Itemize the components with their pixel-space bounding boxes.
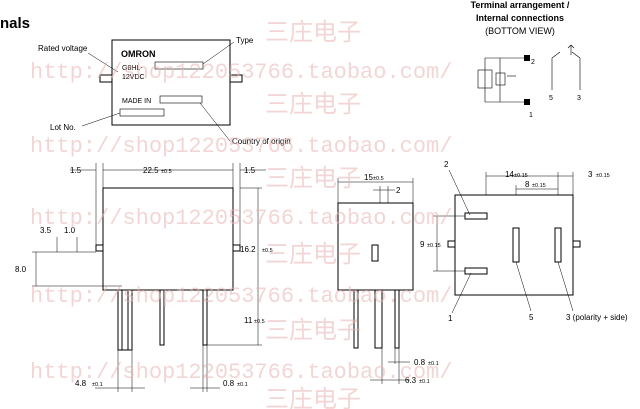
dim-height-tol: ±0.5 xyxy=(262,248,273,254)
bottom-dim-8-tol: ±0.15 xyxy=(532,183,546,189)
callout-rated-voltage: Rated voltage xyxy=(38,44,88,53)
pin-label-3: 3 xyxy=(577,95,581,102)
bottom-dim-14: 14 xyxy=(505,170,514,179)
watermark-cn-4: 三庄电子 xyxy=(265,240,361,268)
dim-pin: 11 xyxy=(244,316,253,325)
dim-0-8: 0.8 xyxy=(223,379,235,388)
callout-type: Type xyxy=(236,36,254,45)
dim-4-8: 4.8 xyxy=(75,379,87,388)
watermark-url-5: http://shop122053766.taobao.com/ xyxy=(30,360,452,385)
side-view: 15 ±0.5 2 0.8 ±0.1 6.3 ±0.1 xyxy=(337,173,439,385)
dim-width-tol: ±0.5 xyxy=(161,169,172,175)
pin-label-2: 2 xyxy=(531,59,535,66)
bottom-label-2: 2 xyxy=(444,160,449,169)
bottom-view: 14 ±0.15 3 ±0.15 8 ±0.15 9 ±0.15 2 1 5 3… xyxy=(420,160,628,323)
bottom-label-1: 1 xyxy=(448,314,453,323)
coil-schematic: 2 1 xyxy=(477,55,535,119)
watermark-cn-2: 三庄电子 xyxy=(265,90,361,118)
side-dim-2: 2 xyxy=(396,186,401,195)
dim-1-0: 1.0 xyxy=(64,226,76,235)
bottom-dim-9-tol: ±0.15 xyxy=(427,243,441,249)
watermark-url-2: http://shop122053766.taobao.com/ xyxy=(30,134,452,159)
watermark-cn-1: 三庄电子 xyxy=(265,18,361,46)
brand-logo: OMRON xyxy=(121,49,156,59)
watermark-url-1: http://shop122053766.taobao.com/ xyxy=(30,60,452,85)
bottom-dim-8: 8 xyxy=(525,180,530,189)
bottom-dim-3: 3 xyxy=(588,170,593,179)
bottom-dim-3-tol: ±0.15 xyxy=(596,173,610,179)
model-line-1: G8HL- xyxy=(122,65,143,72)
front-view: 1.5 22.5 ±0.5 1.5 3.5 1.0 8.0 16.2 ±0.5 … xyxy=(15,163,273,392)
dim-8-0: 8.0 xyxy=(15,265,27,274)
bottom-label-5: 5 xyxy=(529,313,534,322)
made-in: MADE IN xyxy=(122,98,151,105)
watermark-url-3: http://shop122053766.taobao.com/ xyxy=(30,206,452,231)
watermark-cn-5: 三庄电子 xyxy=(265,316,361,344)
terminal-title-2: Internal connections xyxy=(476,13,564,23)
dim-left-1-5: 1.5 xyxy=(70,166,82,175)
dim-4-8-tol: ±0.1 xyxy=(92,382,103,388)
dim-width: 22.5 xyxy=(143,166,159,175)
callouts: Rated voltage Type Lot No. Country of or… xyxy=(38,36,291,146)
dim-height: 16.2 xyxy=(240,245,256,254)
watermark-cn-6: 三庄电子 xyxy=(265,385,361,409)
terminal-arrangement: Terminal arrangement / Internal connecti… xyxy=(471,0,581,119)
terminal-subtitle: (BOTTOM VIEW) xyxy=(485,26,555,36)
side-dim-6-3-tol: ±0.1 xyxy=(419,379,430,385)
side-dim-6-3: 6.3 xyxy=(405,376,417,385)
pin-label-1: 1 xyxy=(529,112,533,119)
relay-top-view: OMRON G8HL- 12VDC MADE IN xyxy=(99,39,243,126)
side-dim-0-8: 0.8 xyxy=(414,358,426,367)
watermark-url-4: http://shop122053766.taobao.com/ xyxy=(30,284,452,309)
switch-schematic: 5 3 xyxy=(549,44,581,102)
section-title: nals xyxy=(0,15,30,32)
bottom-dim-9: 9 xyxy=(420,240,425,249)
watermark-cn-3: 三庄电子 xyxy=(265,164,361,192)
dim-right-1-5: 1.5 xyxy=(244,166,256,175)
dim-3-5: 3.5 xyxy=(40,226,52,235)
callout-lot-no: Lot No. xyxy=(50,123,76,132)
model-line-2: 12VDC xyxy=(122,74,145,81)
callout-country: Country of origin xyxy=(232,137,291,146)
side-dim-15: 15 xyxy=(364,173,373,182)
terminal-title-1: Terminal arrangement / xyxy=(471,0,570,10)
watermark: 三庄电子 http://shop122053766.taobao.com/ 三庄… xyxy=(30,18,452,409)
dim-pin-tol: ±0.5 xyxy=(254,319,265,325)
side-dim-0-8-tol: ±0.1 xyxy=(428,361,439,367)
bottom-label-3: 3 (polarity + side) xyxy=(566,313,628,322)
dim-0-8-tol: ±0.1 xyxy=(237,382,248,388)
pin-label-5: 5 xyxy=(549,95,553,102)
side-dim-15-tol: ±0.5 xyxy=(373,176,384,182)
bottom-dim-14-tol: ±0.15 xyxy=(514,173,528,179)
